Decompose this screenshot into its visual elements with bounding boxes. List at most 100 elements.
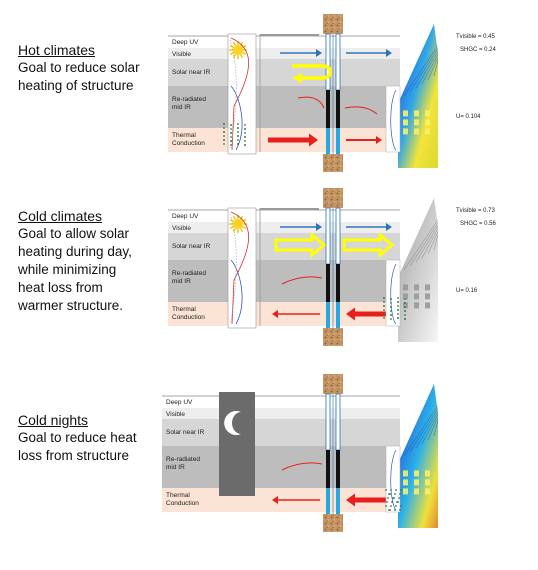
texture-dot bbox=[397, 305, 399, 307]
house-window bbox=[425, 293, 430, 300]
u-value: U= 0.16 bbox=[456, 288, 478, 294]
panel-heading: Cold nights bbox=[18, 412, 89, 428]
yellow-arrow-outline bbox=[274, 231, 327, 259]
texture-dot bbox=[390, 302, 392, 304]
band-solar-near-ir bbox=[168, 59, 400, 86]
house-window bbox=[425, 470, 430, 477]
roof-texture bbox=[409, 408, 439, 453]
reference-curve bbox=[229, 213, 237, 323]
house-window bbox=[403, 470, 408, 477]
texture-dot bbox=[244, 132, 246, 134]
texture-dot bbox=[388, 493, 390, 495]
house-window bbox=[403, 110, 408, 117]
cork-plug-top bbox=[323, 188, 343, 208]
thermal-arrow-out-thin bbox=[272, 310, 320, 318]
texture-dot bbox=[387, 497, 389, 499]
texture-dot bbox=[395, 505, 397, 507]
sun-disc bbox=[233, 45, 243, 55]
band-label: Solar near IR bbox=[172, 69, 211, 76]
texture-dot bbox=[244, 128, 246, 130]
house-window bbox=[403, 488, 408, 495]
mid-ir-arrow-out bbox=[344, 106, 378, 115]
sun-ray bbox=[239, 53, 244, 59]
texture-dot bbox=[383, 309, 385, 311]
roof-texture bbox=[427, 231, 439, 255]
glass-pane-clear bbox=[335, 207, 341, 265]
yellow-arrow-outline bbox=[342, 231, 395, 259]
visible-arrow-out bbox=[346, 223, 392, 231]
texture-dot bbox=[244, 136, 246, 138]
texture-dot bbox=[397, 309, 399, 311]
texture-dot bbox=[390, 318, 392, 320]
house-window bbox=[425, 479, 430, 486]
right-spectrum-curve bbox=[390, 263, 397, 325]
roof-texture bbox=[427, 417, 439, 441]
band-deep-uv bbox=[162, 396, 400, 408]
texture-dot bbox=[397, 317, 399, 319]
texture-dot bbox=[223, 139, 225, 141]
texture-dot bbox=[404, 306, 406, 308]
glass-pane-dark bbox=[326, 264, 330, 302]
texture-dot bbox=[383, 305, 385, 307]
texture-dot bbox=[230, 128, 232, 130]
sun-ray bbox=[239, 215, 244, 221]
band-mid-ir bbox=[162, 446, 400, 488]
glass-pane-dark bbox=[336, 90, 340, 128]
sun-disc bbox=[233, 219, 243, 229]
texture-dot bbox=[404, 298, 406, 300]
goal-line: loss from structure bbox=[18, 448, 130, 463]
sun-ray bbox=[239, 227, 244, 233]
glass-pane-blue bbox=[336, 302, 340, 328]
solar-spectrum-curve bbox=[230, 211, 250, 325]
texture-dot bbox=[237, 139, 239, 141]
roof-texture bbox=[403, 45, 439, 97]
texture-dot bbox=[230, 144, 232, 146]
texture-dot bbox=[397, 313, 399, 315]
texture-dot bbox=[237, 123, 239, 125]
roof-texture bbox=[433, 234, 439, 251]
panel-caption-night: Cold nights Goal to reduce heat loss fro… bbox=[18, 412, 137, 465]
cork-plug-bottom bbox=[323, 328, 343, 346]
band-visible bbox=[162, 408, 400, 419]
texture-dot bbox=[244, 124, 246, 126]
texture-dot bbox=[397, 301, 399, 303]
texture-dot bbox=[398, 497, 400, 499]
texture-dot bbox=[237, 127, 239, 129]
texture-dot bbox=[399, 493, 401, 495]
glass-pane-blue bbox=[326, 128, 330, 154]
texture-dot bbox=[230, 124, 232, 126]
goal-line: Goal to reduce solar bbox=[18, 60, 140, 75]
texture-dot bbox=[400, 505, 402, 507]
arrow-head bbox=[272, 496, 278, 504]
texture-dot bbox=[404, 310, 406, 312]
sun-ray bbox=[232, 227, 237, 233]
house-window bbox=[414, 302, 419, 309]
goal-line: heat loss from bbox=[18, 280, 103, 295]
texture-dot bbox=[237, 143, 239, 145]
glass-pane-clear bbox=[325, 207, 331, 265]
texture-dot bbox=[390, 314, 392, 316]
house-window bbox=[425, 302, 430, 309]
band-label: Visible bbox=[172, 51, 191, 58]
goal-line: while minimizing bbox=[18, 262, 117, 277]
roof-texture bbox=[415, 225, 439, 263]
glass-pane-blue bbox=[336, 128, 340, 154]
sun-ray bbox=[241, 44, 247, 49]
moon-icon bbox=[224, 410, 241, 435]
mid-ir-arrow-out bbox=[281, 276, 323, 285]
panel-caption-cold: Cold climates Goal to allow solar heatin… bbox=[18, 208, 132, 315]
house-window bbox=[403, 293, 408, 300]
yellow-reflect-arrow bbox=[292, 64, 332, 80]
roof-texture bbox=[415, 411, 439, 449]
glass-pane-dark bbox=[326, 450, 330, 488]
house-window bbox=[403, 302, 408, 309]
band-label: Deep UV bbox=[172, 39, 199, 46]
roof-texture bbox=[403, 219, 439, 271]
